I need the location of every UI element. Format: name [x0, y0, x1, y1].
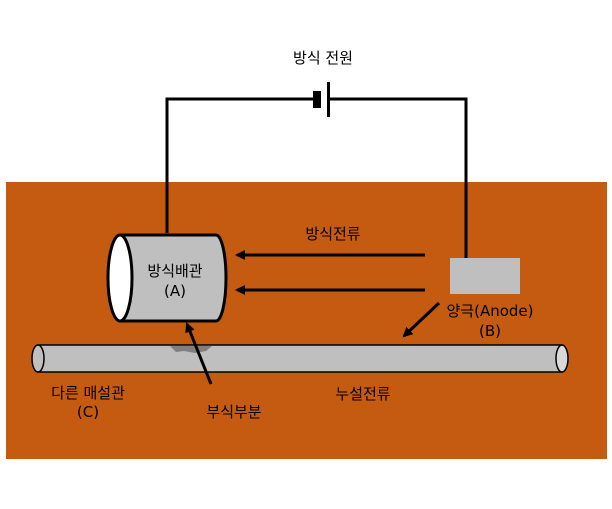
- protected-pipe-cylinder: [106, 233, 228, 323]
- other-pipe-label: 다른 매설관: [51, 384, 125, 402]
- protection-current-label: 방식전류: [305, 225, 360, 243]
- anode-block: [450, 258, 520, 294]
- other-pipe-code: (C): [77, 403, 99, 421]
- corrosion-part-label: 부식부분: [206, 403, 261, 421]
- wire-right: [330, 97, 468, 258]
- other-pipe-right-end: [555, 344, 569, 373]
- anode-label: 양극(Anode): [447, 302, 534, 320]
- corrosion-pointer-arrow: [185, 322, 213, 385]
- protected-pipe-code: (A): [164, 282, 186, 300]
- protected-pipe-front-face: [106, 233, 134, 323]
- corrosion-spot: [170, 346, 212, 353]
- soil-ground: [6, 182, 607, 459]
- leakage-current-label: 누설전류: [335, 385, 390, 403]
- battery-negative-plate: [313, 91, 321, 108]
- leakage-current-arrow: [402, 301, 441, 338]
- protected-pipe-label: 방식배관: [147, 262, 202, 280]
- wire-left: [165, 97, 313, 233]
- power-source-label: 방식 전원: [293, 49, 353, 67]
- battery-symbol: [313, 82, 330, 117]
- anode-code: (B): [479, 322, 501, 340]
- battery-positive-plate: [327, 82, 330, 117]
- other-pipe-left-end: [31, 344, 45, 373]
- other-buried-pipe: [31, 344, 569, 373]
